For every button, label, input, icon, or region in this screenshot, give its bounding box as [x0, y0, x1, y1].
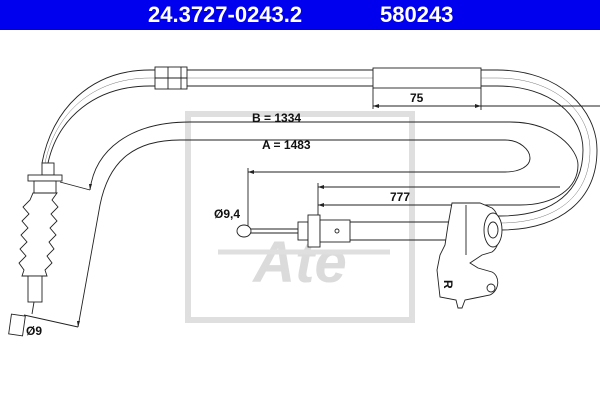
- cable-sheath-outer: [41, 69, 598, 231]
- sleeve-length-label: 75: [410, 91, 424, 105]
- adjuster-nut: [154, 66, 188, 90]
- dimension-line-a: [77, 139, 531, 328]
- cable-sleeve: [372, 67, 482, 89]
- part-number: 24.3727-0243.2: [148, 2, 303, 27]
- dimension-line-b: [89, 121, 579, 206]
- cable-end-boot: [8, 162, 63, 337]
- cable-sheath-inner: [47, 85, 584, 217]
- side-mark-label: R: [441, 280, 455, 289]
- title-bar: 24.3727-0243.2 580243: [0, 0, 600, 30]
- dimension-777-label: 777: [390, 190, 410, 204]
- mounting-bracket: [436, 202, 503, 309]
- dimension-a-label: A = 1483: [262, 138, 311, 152]
- article-code: 580243: [380, 2, 454, 27]
- nipple-diameter-label: Ø9,4: [214, 207, 240, 221]
- dimension-b-label: B = 1334: [252, 111, 301, 125]
- end-diameter-label: Ø9: [26, 324, 42, 338]
- inner-cable-end: [236, 214, 450, 248]
